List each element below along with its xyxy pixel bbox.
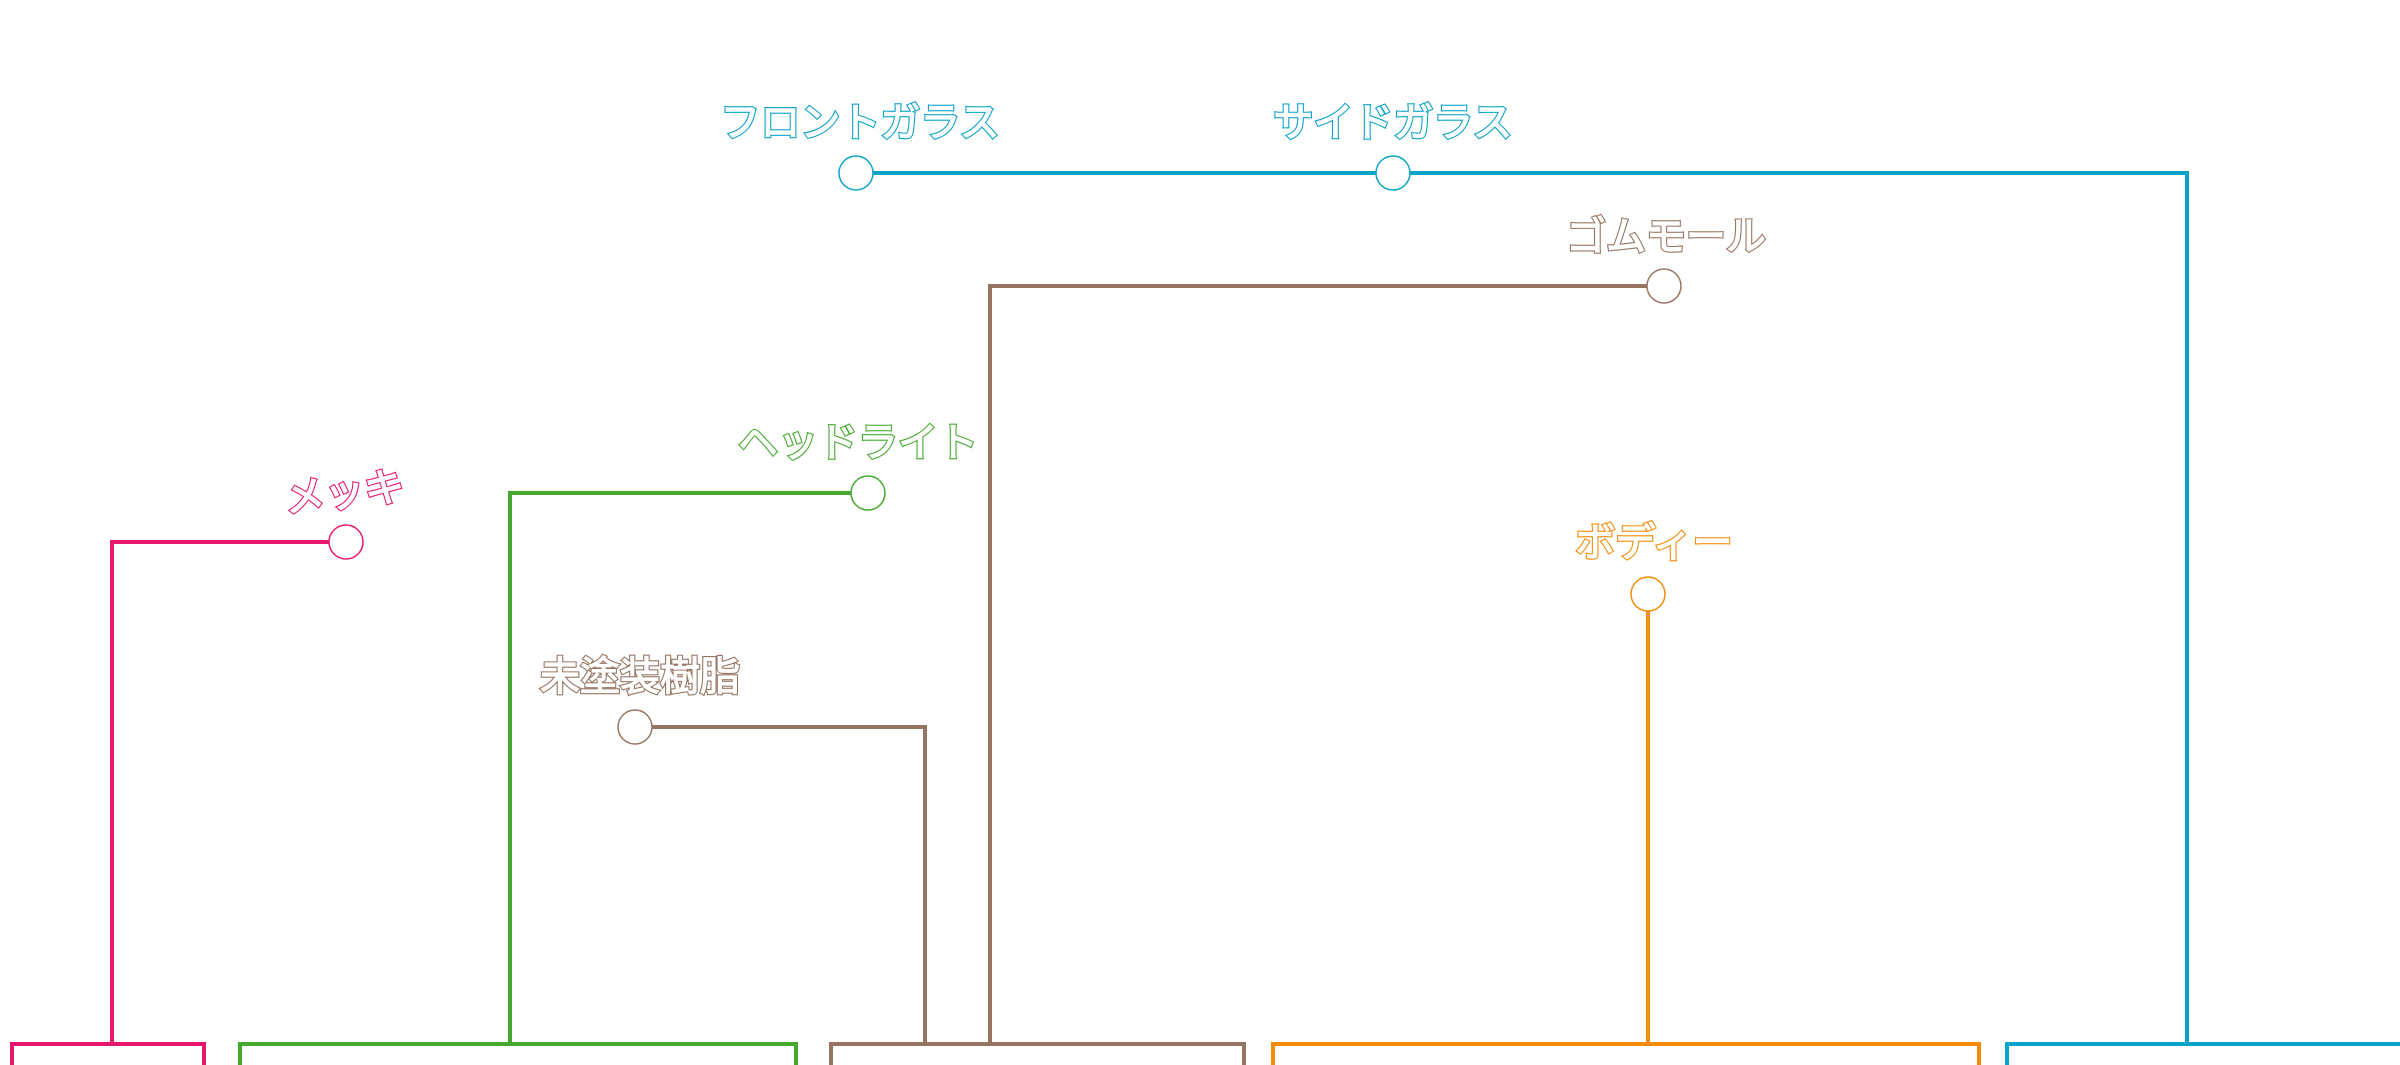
bracket-green xyxy=(238,1042,798,1065)
bracket-blue xyxy=(2005,1042,2400,1065)
connector-gomu xyxy=(988,284,1647,1044)
node-circle-mitoso[interactable] xyxy=(617,709,653,745)
node-circle-gomu[interactable] xyxy=(1646,268,1682,304)
label-gomu: ゴムモール xyxy=(1566,214,1766,260)
label-front: フロントガラス xyxy=(720,100,999,146)
connector-mekki xyxy=(110,540,329,1044)
node-circle-mekki[interactable] xyxy=(328,524,364,560)
bracket-pink xyxy=(10,1042,206,1065)
group-blue: フロントガラス サイドガラス xyxy=(719,99,2400,1065)
label-side: サイドガラス xyxy=(1273,100,1512,146)
connector-mitoso xyxy=(652,725,927,1044)
node-circle-headlight[interactable] xyxy=(850,475,886,511)
group-pink: メッキ xyxy=(10,463,408,1065)
group-brown: 未塗装樹脂 ゴムモール xyxy=(539,213,1767,1065)
label-mekki: メッキ xyxy=(283,464,407,522)
connector-headlight xyxy=(508,491,851,1044)
connector-glass xyxy=(873,171,2189,1044)
bracket-brown xyxy=(829,1042,1246,1065)
group-green: ヘッドライト xyxy=(238,419,979,1065)
node-circle-front[interactable] xyxy=(838,155,874,191)
bracket-orange xyxy=(1271,1042,1981,1065)
label-body: ボディー xyxy=(1575,520,1732,566)
label-headlight: ヘッドライト xyxy=(738,420,978,466)
group-orange: ボディー xyxy=(1271,519,1981,1065)
node-circle-body[interactable] xyxy=(1630,576,1666,612)
node-circle-side[interactable] xyxy=(1375,155,1411,191)
label-mitoso: 未塗装樹脂 xyxy=(540,654,740,700)
